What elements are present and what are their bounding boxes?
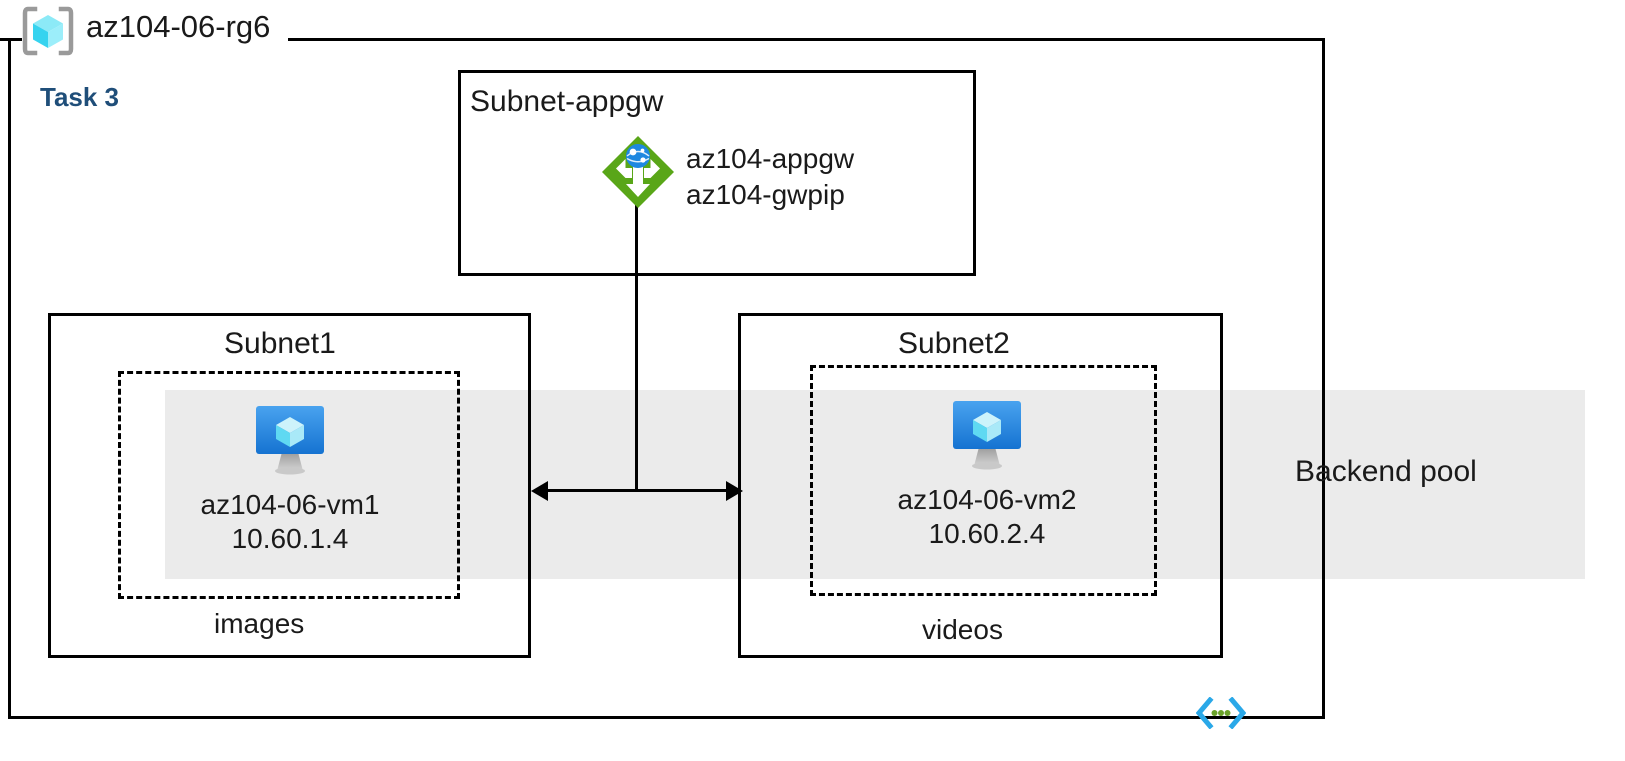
subnet1-title: Subnet1 (224, 327, 336, 360)
virtual-machine-icon (945, 395, 1029, 473)
gateway-connector-vertical (635, 205, 638, 492)
task-label: Task 3 (40, 82, 120, 112)
vm2-name: az104-06-vm2 (897, 484, 1077, 515)
subnet2-caption: videos (922, 614, 1003, 645)
subnet-appgw-title: Subnet-appgw (470, 85, 664, 118)
vm2-ip: 10.60.2.4 (928, 518, 1046, 550)
subnet1-caption: images (214, 608, 305, 639)
resource-group-cube-icon (22, 6, 74, 56)
connector-arrow-left (531, 481, 548, 501)
resource-group-border-bottom (8, 716, 1325, 719)
appgw-public-ip-name: az104-gwpip (686, 178, 845, 210)
appgw-resource-name: az104-appgw (686, 143, 855, 174)
code-brackets-icon (1195, 696, 1247, 730)
connector-arrow-right (726, 481, 743, 501)
resource-group-border-left (8, 38, 11, 719)
subnet2-nic-boundary (810, 365, 1157, 596)
vm1-ip: 10.60.1.4 (231, 523, 349, 555)
resource-group-name: az104-06-rg6 (86, 9, 271, 44)
subnet1-box (48, 313, 531, 658)
backend-pool-label: Backend pool (1295, 455, 1477, 488)
vm1-name: az104-06-vm1 (200, 489, 380, 520)
resource-group-border-top-right (288, 38, 1325, 41)
backend-pool-band (165, 390, 1585, 579)
application-gateway-icon (600, 134, 676, 210)
subnet1-nic-boundary (118, 371, 460, 599)
virtual-machine-icon (248, 400, 332, 478)
resource-group-border-right (1322, 38, 1325, 719)
application-gateway-labels: az104-appgw az104-gwpip (686, 141, 854, 213)
resource-group-border-top-left (0, 38, 22, 41)
subnet2-title: Subnet2 (898, 327, 1010, 360)
vm2-block: az104-06-vm2 10.60.2.4 (862, 395, 1112, 551)
subnet-appgw-box (458, 70, 976, 276)
gateway-connector-horizontal (535, 489, 741, 492)
vm1-block: az104-06-vm1 10.60.1.4 (165, 400, 415, 556)
